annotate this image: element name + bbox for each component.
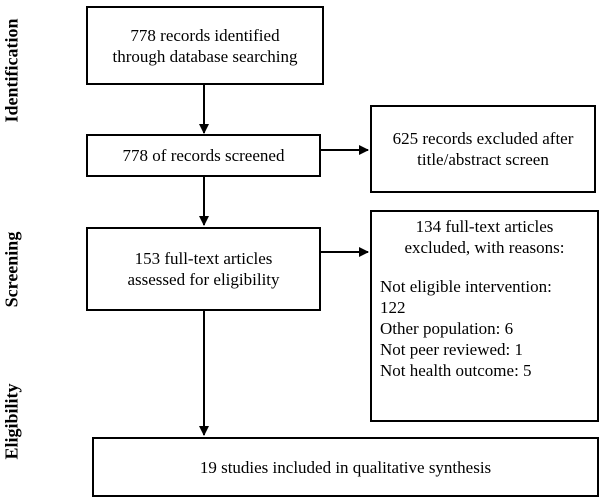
reason-line: Not health outcome: 5 bbox=[380, 361, 532, 380]
excluded-title-line-2: title/abstract screen bbox=[417, 150, 549, 169]
reason-line: Not eligible intervention: bbox=[380, 277, 552, 296]
fulltext-excluded-reasons: Not eligible intervention: 122 Other pop… bbox=[380, 276, 589, 381]
fulltext-assessed-line-1: 153 full-text articles bbox=[134, 249, 273, 268]
excluded-title-line-1: 625 records excluded after bbox=[392, 129, 574, 148]
records-screened-line-1: 778 of records screened bbox=[122, 146, 285, 165]
fulltext-excluded-heading-line-2: excluded, with reasons: bbox=[404, 238, 565, 257]
reason-line: Other population: 6 bbox=[380, 319, 514, 338]
fulltext-excluded-heading: 134 full-text articles excluded, with re… bbox=[380, 216, 589, 258]
box-fulltext-assessed: 153 full-text articles assessed for elig… bbox=[86, 227, 321, 311]
box-records-identified: 778 records identified through database … bbox=[86, 6, 324, 85]
box-studies-included: 19 studies included in qualitative synth… bbox=[92, 437, 599, 497]
reason-line: Not peer reviewed: 1 bbox=[380, 340, 524, 359]
records-identified-line-2: through database searching bbox=[112, 46, 298, 66]
studies-included-line-1: 19 studies included in qualitative synth… bbox=[199, 457, 492, 477]
box-records-screened: 778 of records screened bbox=[86, 134, 321, 177]
fulltext-assessed-line-2: assessed for eligibility bbox=[127, 270, 280, 289]
records-identified-line-1: 778 records identified bbox=[130, 25, 280, 45]
box-records-excluded-title-abstract: 625 records excluded after title/abstrac… bbox=[370, 105, 596, 193]
box-fulltext-excluded: 134 full-text articles excluded, with re… bbox=[370, 210, 599, 422]
fulltext-excluded-heading-line-1: 134 full-text articles bbox=[415, 217, 554, 236]
reason-line: 122 bbox=[380, 298, 406, 317]
